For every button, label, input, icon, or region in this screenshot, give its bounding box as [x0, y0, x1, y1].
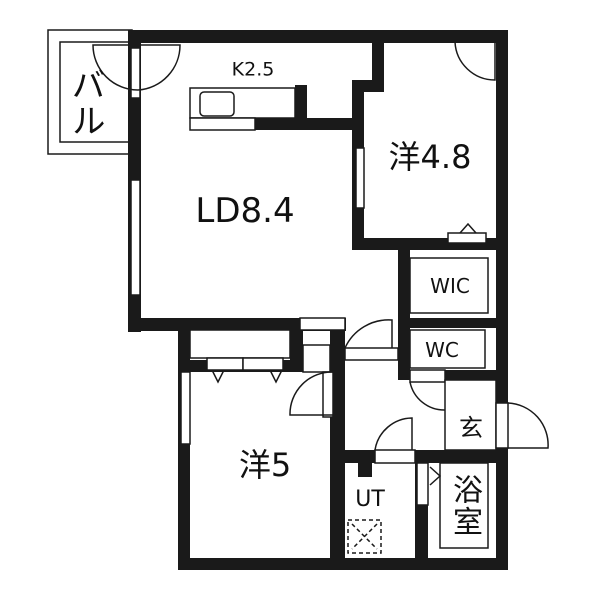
room-label-western-room-1: 洋4.8: [388, 138, 472, 176]
closet-markers: [211, 369, 283, 384]
room1-closet-marker: [459, 222, 477, 234]
wc-door-swing: [409, 381, 446, 411]
washer-space-marker: [351, 523, 378, 550]
room-label-western-room-2: 洋5: [238, 446, 292, 484]
room-label-kitchen: K2.5: [231, 58, 275, 81]
entrance-door-swing: [507, 402, 549, 449]
room-label-toilet: WC: [425, 338, 459, 362]
room-label-walk-in-closet: WIC: [430, 274, 470, 298]
room-label-utility: UT: [355, 487, 385, 512]
room-label-entrance: 玄: [459, 414, 483, 442]
room-label-balcony: バル: [65, 67, 105, 139]
room1-door-swing: [454, 41, 496, 81]
bath-door-marker: [429, 466, 442, 486]
balcony-door-swing: [92, 44, 181, 91]
door-swings: [92, 41, 549, 550]
windows-and-fittings: [130, 47, 509, 554]
room-label-bathroom: 浴室: [447, 474, 482, 538]
entry-hall-door-swing: [344, 319, 393, 349]
room-label-living-dining: LD8.4: [195, 191, 295, 231]
room2-door-swing: [289, 371, 334, 416]
ut-door-swing: [374, 417, 413, 451]
